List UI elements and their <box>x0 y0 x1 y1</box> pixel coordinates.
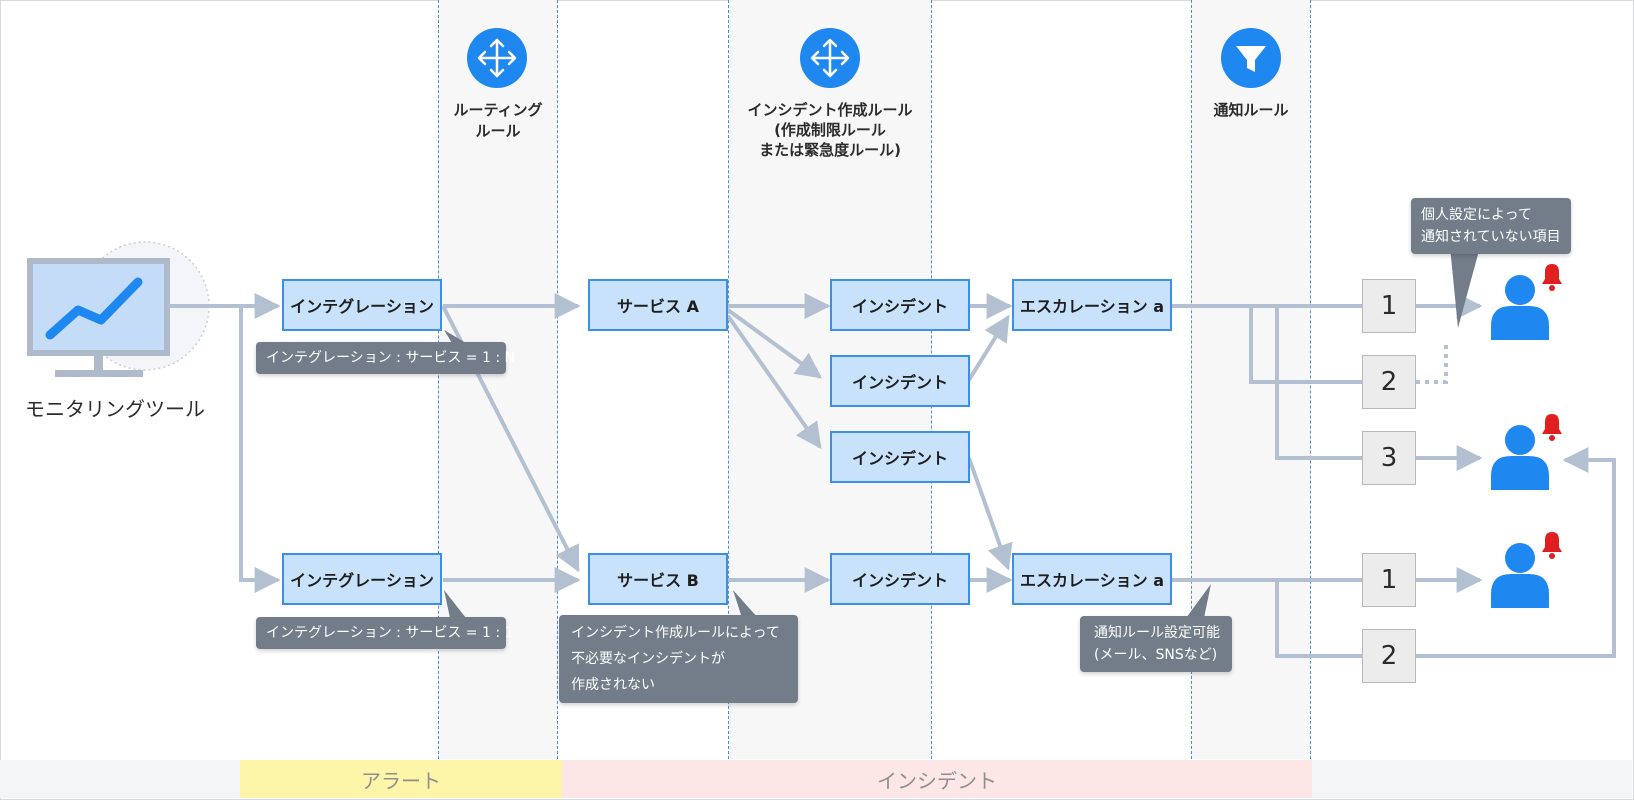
service-b-node[interactable]: サービス B <box>588 553 728 605</box>
footer-alert: アラート <box>240 760 562 798</box>
rule-number-top-3[interactable]: 3 <box>1362 431 1416 485</box>
note-incident-rule-line3: 作成されない <box>571 677 655 693</box>
filter-icon <box>1221 28 1281 88</box>
integration-node-top[interactable]: インテグレーション <box>282 279 442 331</box>
note-tail <box>1450 247 1480 328</box>
lane-routing-label-line1: ルーティング <box>453 101 543 119</box>
lane-incident-rule-label-line1: インシデント作成ルール <box>747 101 913 119</box>
footer-alert-label: アラート <box>361 768 441 793</box>
note-incident-rule-line1: インシデント作成ルールによって <box>571 625 780 641</box>
note-notification-rule: 通知ルール設定可能 (メール、SNSなど) <box>1080 616 1232 672</box>
note-incident-rule-line2: 不必要なインシデントが <box>571 651 725 667</box>
person-icon <box>1491 543 1549 608</box>
incident-node-4[interactable]: インシデント <box>830 553 970 605</box>
incident-node-2[interactable]: インシデント <box>830 355 970 407</box>
bell-icon <box>1542 264 1562 291</box>
note-notification-line2: (メール、SNSなど) <box>1094 647 1218 663</box>
rule-number-bottom-1[interactable]: 1 <box>1362 553 1416 607</box>
note-personal-line2: 通知されていない項目 <box>1421 229 1561 245</box>
note-personal-line1: 個人設定によって <box>1421 207 1532 223</box>
integration-node-bottom[interactable]: インテグレーション <box>282 553 442 605</box>
rule-number-bottom-2[interactable]: 2 <box>1362 629 1416 683</box>
lane-routing-label: ルーティング ルール <box>438 100 558 142</box>
footer-incident-label: インシデント <box>877 768 997 793</box>
routing-icon <box>467 28 527 88</box>
bell-icon <box>1542 532 1562 559</box>
note-tail <box>444 590 466 618</box>
note-integration-ratio-bottom: インテグレーション : サービス = 1 : 1 <box>256 617 513 649</box>
note-integration-ratio-top: インテグレーション : サービス = 1 : N <box>256 342 515 374</box>
note-tail <box>444 330 466 343</box>
rule-number-top-1[interactable]: 1 <box>1362 279 1416 333</box>
incident-node-3[interactable]: インシデント <box>830 431 970 483</box>
note-integration-ratio-top-text: インテグレーション : サービス = 1 : N <box>266 350 515 366</box>
lane-incident-rule-label-line2: (作成制限ルール <box>774 121 886 139</box>
escalation-node-top[interactable]: エスカレーション a <box>1012 279 1172 331</box>
bell-icon <box>1542 414 1562 441</box>
lane-incident-rule-label: インシデント作成ルール (作成制限ルール または緊急度ルール) <box>728 100 932 160</box>
person-icon <box>1491 425 1549 490</box>
lane-notification-label-line1: 通知ルール <box>1213 101 1289 119</box>
monitoring-tool-label: モニタリングツール <box>25 397 205 421</box>
lane-routing-label-line2: ルール <box>475 122 521 140</box>
note-tail <box>1186 584 1211 618</box>
escalation-node-bottom[interactable]: エスカレーション a <box>1012 553 1172 605</box>
lane-incident-rule-label-line3: または緊急度ルール) <box>759 141 901 159</box>
note-personal-setting: 個人設定によって 通知されていない項目 <box>1411 198 1571 254</box>
note-integration-ratio-bottom-text: インテグレーション : サービス = 1 : 1 <box>266 625 514 641</box>
note-incident-rule: インシデント作成ルールによって 不必要なインシデントが 作成されない <box>559 615 798 703</box>
service-a-node[interactable]: サービス A <box>588 279 728 331</box>
lane-notification-label: 通知ルール <box>1191 100 1311 121</box>
note-tail <box>733 590 758 618</box>
person-icon <box>1491 275 1549 340</box>
monitor-chart-icon <box>27 241 210 377</box>
footer-incident: インシデント <box>562 760 1312 798</box>
rule-number-top-2[interactable]: 2 <box>1362 355 1416 409</box>
incident-node-1[interactable]: インシデント <box>830 279 970 331</box>
note-notification-line1: 通知ルール設定可能 <box>1094 625 1220 641</box>
routing-icon <box>800 28 860 88</box>
